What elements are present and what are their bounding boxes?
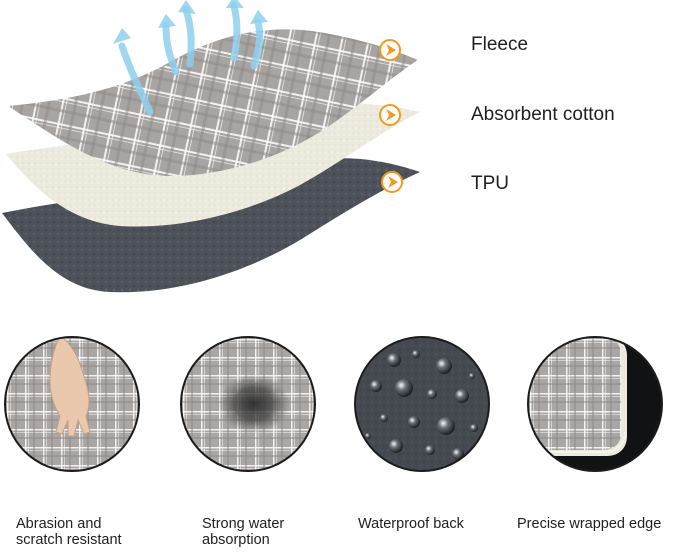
- wrapped-edge-icon: [527, 336, 663, 472]
- layer-diagram: Fleece Absorbent cotton TPU: [2, 0, 615, 293]
- feature-water-absorption: Strong water absorption: [180, 336, 330, 552]
- fleece-layer: [8, 29, 418, 177]
- feature-caption: Waterproof back: [358, 516, 528, 532]
- water-stain-icon: [180, 336, 316, 472]
- layer-label-fleece: Fleece: [471, 34, 529, 55]
- hand-scratch-icon: [4, 336, 140, 472]
- tpu-layer: [2, 158, 420, 293]
- caption-line: Waterproof back: [358, 516, 464, 532]
- orange-arrow-circle-icon: [379, 104, 401, 126]
- caption-line: Abrasion and: [16, 516, 102, 532]
- vapor-arrow-heads: [113, 0, 268, 44]
- feature-caption: Precise wrapped edge: [517, 516, 677, 532]
- caption-line: Precise wrapped edge: [517, 516, 662, 532]
- caption-line: Strong water: [202, 516, 285, 532]
- feature-abrasion: Abrasion and scratch resistant: [4, 336, 154, 552]
- layer-stack-illustration: [2, 0, 420, 293]
- feature-wrapped-edge: Precise wrapped edge: [517, 336, 677, 552]
- feature-caption: Strong water absorption: [202, 516, 372, 548]
- layer-label-absorbent-cotton: Absorbent cotton: [471, 104, 615, 125]
- caption-line: scratch resistant: [16, 532, 122, 548]
- caption-line: absorption: [202, 532, 270, 548]
- vapor-arrows: [118, 2, 264, 116]
- orange-arrow-circle-icon: [381, 171, 403, 193]
- feature-caption: Abrasion and scratch resistant: [16, 516, 186, 548]
- layer-label-tpu: TPU: [471, 173, 509, 194]
- feature-waterproof-back: Waterproof back: [354, 336, 504, 552]
- orange-arrow-circle-icon: [379, 39, 401, 61]
- water-droplets-icon: [354, 336, 490, 472]
